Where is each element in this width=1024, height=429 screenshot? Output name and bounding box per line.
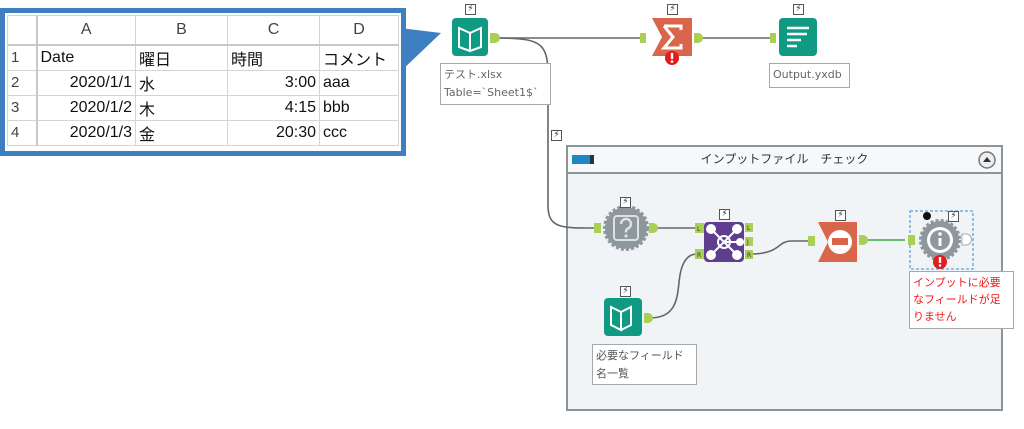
join-tool[interactable]: L R L J R bbox=[695, 222, 753, 262]
message-tool-label[interactable]: インプットに必要なフィールドが足りません bbox=[909, 271, 1014, 329]
cell: Date bbox=[36, 44, 136, 71]
label-line: 名一覧 bbox=[596, 367, 629, 380]
cache-icon bbox=[923, 212, 931, 220]
row-number: 4 bbox=[7, 119, 38, 146]
anchor-label: L bbox=[747, 225, 751, 232]
bolt-icon: ⚡ bbox=[465, 4, 476, 15]
label-line: 必要なフィールド bbox=[596, 349, 684, 362]
anchor-label: L bbox=[697, 226, 701, 233]
input-data-tool[interactable] bbox=[452, 18, 500, 56]
error-icon bbox=[665, 51, 679, 65]
connection-join-rename bbox=[749, 240, 808, 255]
summarize-tool[interactable] bbox=[640, 18, 703, 65]
container-title: インプットファイル チェック bbox=[700, 152, 869, 166]
connection-textinput-join bbox=[649, 253, 698, 319]
bolt-icon: ⚡ bbox=[719, 209, 730, 220]
bolt-icon: ⚡ bbox=[835, 210, 846, 221]
collapse-button[interactable] bbox=[978, 151, 996, 169]
column-header: D bbox=[319, 15, 399, 46]
test-tool[interactable] bbox=[594, 205, 658, 251]
message-tool[interactable] bbox=[908, 210, 974, 270]
rename-icon bbox=[832, 238, 848, 245]
sigma-icon bbox=[660, 24, 683, 50]
cell: 4:15 bbox=[227, 94, 320, 121]
output-tool-label[interactable]: Output.yxdb bbox=[769, 63, 850, 88]
output-data-tool[interactable] bbox=[770, 18, 817, 56]
input-file-name: テスト.xlsx bbox=[444, 68, 503, 81]
anchor-label: J bbox=[746, 239, 749, 246]
text-input-tool[interactable] bbox=[604, 298, 653, 336]
cell: bbb bbox=[319, 94, 399, 121]
cell: コメント bbox=[319, 44, 399, 71]
container-header[interactable]: インプットファイル チェック bbox=[568, 147, 1001, 174]
column-header: C bbox=[227, 15, 320, 46]
bolt-icon: ⚡ bbox=[948, 211, 959, 222]
row-number: 1 bbox=[7, 44, 38, 71]
column-header-row: A B C D bbox=[7, 15, 399, 46]
input-tool-label[interactable]: テスト.xlsx Table=`Sheet1$` bbox=[440, 63, 551, 105]
question-icon bbox=[619, 217, 633, 233]
cell: ccc bbox=[319, 119, 399, 146]
error-icon bbox=[933, 255, 947, 269]
dynamic-rename-tool[interactable] bbox=[808, 222, 868, 262]
cell: 曜日 bbox=[135, 44, 228, 71]
cell: 20:30 bbox=[227, 119, 320, 146]
output-icon bbox=[787, 26, 809, 48]
select-all-corner bbox=[7, 15, 38, 46]
collapse-icon bbox=[983, 157, 991, 162]
anchor-label: R bbox=[697, 252, 701, 259]
bolt-icon: ⚡ bbox=[551, 130, 562, 141]
text-input-label[interactable]: 必要なフィールド 名一覧 bbox=[592, 344, 697, 385]
row-number: 3 bbox=[7, 94, 38, 121]
cell: 2020/1/1 bbox=[36, 69, 136, 96]
container-toggle-icon[interactable] bbox=[572, 155, 594, 164]
info-icon bbox=[938, 232, 942, 246]
column-header: A bbox=[36, 15, 136, 46]
text-input-icon bbox=[610, 305, 632, 332]
join-icon bbox=[706, 224, 744, 260]
column-header: B bbox=[135, 15, 228, 46]
anchor-label: R bbox=[747, 252, 751, 259]
bolt-icon: ⚡ bbox=[793, 4, 804, 15]
bolt-icon: ⚡ bbox=[620, 286, 631, 297]
bolt-icon: ⚡ bbox=[620, 197, 631, 208]
cell: 2020/1/3 bbox=[36, 119, 136, 146]
cell: aaa bbox=[319, 69, 399, 96]
input-table-name: Table=`Sheet1$` bbox=[444, 86, 539, 99]
callout-pointer bbox=[400, 28, 441, 72]
bolt-icon: ⚡ bbox=[667, 4, 678, 15]
book-icon bbox=[458, 26, 482, 53]
output-anchor bbox=[490, 33, 500, 43]
